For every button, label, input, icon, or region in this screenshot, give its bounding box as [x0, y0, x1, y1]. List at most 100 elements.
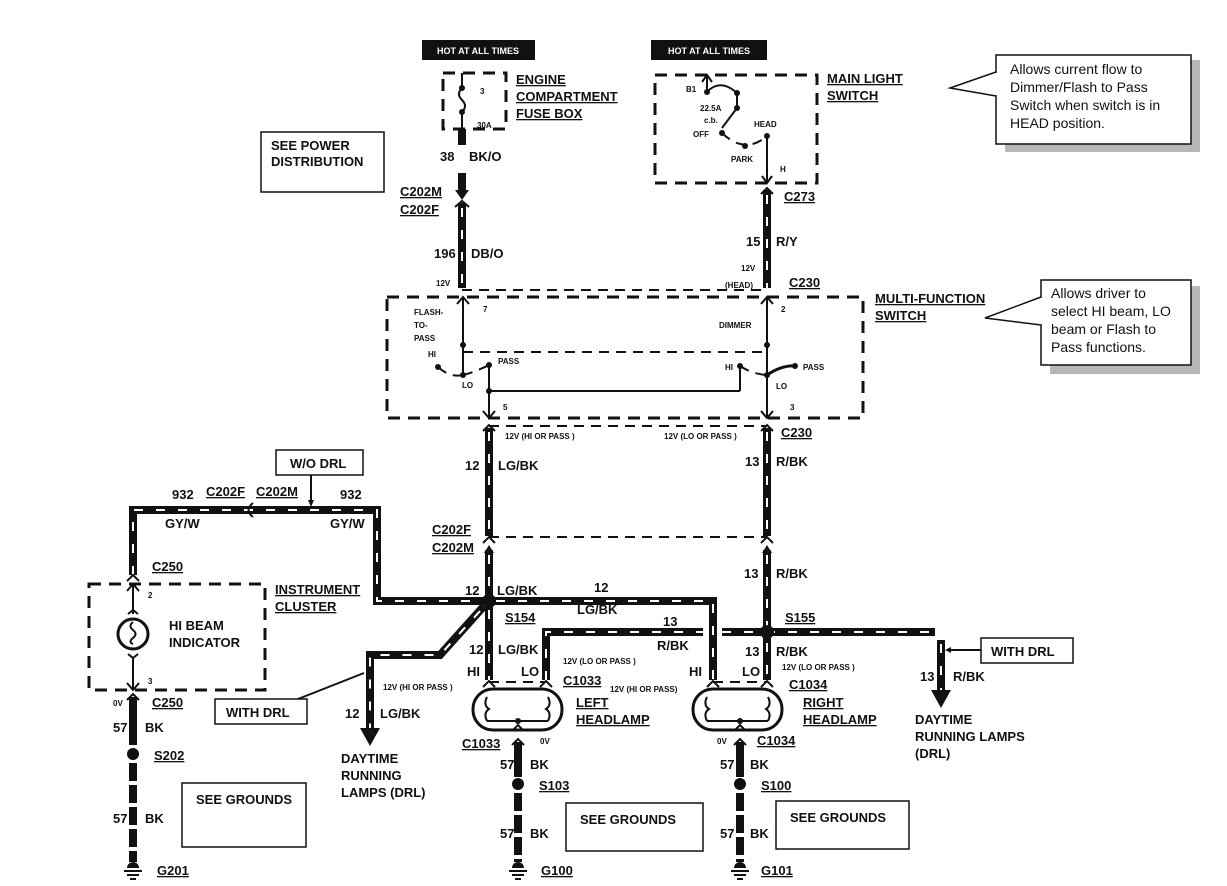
see-grounds-3: SEE GROUNDS — [790, 810, 886, 825]
wire-57f-color: BK — [750, 826, 769, 841]
drl-left-voltage: 12V (HI OR PASS ) — [383, 683, 453, 692]
callout-main-light-line4: HEAD position. — [1010, 115, 1105, 131]
fuse-box-name-3: FUSE BOX — [516, 106, 583, 121]
connector-c273: C273 — [784, 189, 815, 204]
pin-7: 7 — [483, 305, 488, 314]
left-headlamp-name-1: LEFT — [576, 695, 609, 710]
pin-3: 3 — [790, 403, 795, 412]
wire-15-color: R/Y — [776, 234, 798, 249]
wire-38-num: 38 — [440, 149, 454, 164]
hot-label-left: HOT AT ALL TIMES — [437, 46, 519, 56]
wire-57b-color: BK — [145, 811, 164, 826]
callout-main-light-line1: Allows current flow to — [1010, 61, 1142, 77]
drl-left-3: LAMPS (DRL) — [341, 785, 426, 800]
drl-right-arrow-icon — [931, 690, 951, 708]
v-out-left: 12V (HI OR PASS ) — [505, 432, 575, 441]
wire-12-drl-num: 12 — [345, 706, 359, 721]
instrument-cluster-name-1: INSTRUMENT — [275, 582, 360, 597]
ground-g101-label: G101 — [761, 863, 793, 878]
splice-s202 — [127, 748, 139, 760]
multi-function-switch-name-1: MULTI-FUNCTION — [875, 291, 985, 306]
wire-57c-color: BK — [530, 757, 549, 772]
wire-57b-num: 57 — [113, 811, 127, 826]
connector-c1034-bottom: C1034 — [757, 733, 796, 748]
left-headlamp-0v: 0V — [540, 737, 550, 746]
callout-multi-function-line3: beam or Flash to — [1051, 321, 1156, 337]
wire-13-right-num: 13 — [745, 644, 759, 659]
callout-main-light-line3: Switch when switch is in — [1010, 97, 1160, 113]
splice-s202-label: S202 — [154, 748, 184, 763]
instrument-cluster-outline — [87, 582, 267, 692]
connector-c202m-gy: C202M — [256, 484, 298, 499]
wire-12-s154-num: 12 — [594, 580, 608, 595]
wire-12-mid-color: LG/BK — [497, 583, 538, 598]
ground-g201-label: G201 — [157, 863, 189, 878]
drl-right-1: DAYTIME — [915, 712, 973, 727]
mfs-pass-right: PASS — [803, 363, 825, 372]
hot-at-all-times-banner-left — [422, 40, 535, 60]
hi-beam-indicator-1: HI BEAM — [169, 618, 224, 633]
wire-38-color: BK/O — [469, 149, 502, 164]
wire-13-mid-color: R/BK — [776, 566, 808, 581]
v-in-right-1: 12V — [741, 264, 756, 273]
see-power-distribution-box — [260, 131, 385, 193]
see-grounds-box-3 — [775, 800, 910, 850]
splice-s100 — [734, 778, 746, 790]
wire-196-num: 196 — [434, 246, 456, 261]
connector-c250-bottom: C250 — [152, 695, 183, 710]
drl-right-2: RUNNING LAMPS — [915, 729, 1025, 744]
wire-932-left-color: GY/W — [165, 516, 200, 531]
callout-multi-function-line4: Pass functions. — [1051, 339, 1146, 355]
wire-12-mid-num: 12 — [465, 583, 479, 598]
ground-g100-icon — [509, 862, 527, 880]
right-headlamp-name-1: RIGHT — [803, 695, 844, 710]
v-in-right-2: (HEAD) — [725, 281, 753, 290]
main-light-switch-outline — [653, 73, 819, 185]
c202f-receptacle-icon — [454, 199, 470, 208]
fuse-box-name-1: ENGINE — [516, 72, 566, 87]
c202m-arrow-icon — [455, 190, 469, 200]
see-power-line1: SEE POWER — [271, 138, 350, 153]
dimmer-label: DIMMER — [719, 321, 752, 330]
wire-15-num: 15 — [746, 234, 760, 249]
connector-c230-bottom: C230 — [781, 425, 812, 440]
splice-s103 — [512, 778, 524, 790]
wire-57d-color: BK — [530, 826, 549, 841]
right-headlamp-name-2: HEADLAMP — [803, 712, 877, 727]
mfs-pass-left: PASS — [498, 357, 520, 366]
wire-13-left-color: R/BK — [657, 638, 689, 653]
splice-s103-label: S103 — [539, 778, 569, 793]
left-lo-label: LO — [521, 664, 539, 679]
left-hi-voltage: 12V (HI OR PASS) — [610, 685, 678, 694]
switch-off: OFF — [693, 130, 709, 139]
hi-beam-indicator-2: INDICATOR — [169, 635, 241, 650]
wire-57c-num: 57 — [500, 757, 514, 772]
with-drl-left-label: WITH DRL — [226, 705, 290, 720]
left-hi-label: HI — [467, 664, 480, 679]
right-lo-voltage: 12V (LO OR PASS ) — [782, 663, 855, 672]
pin-2: 2 — [781, 305, 786, 314]
connector-c202f-mid: C202F — [432, 522, 471, 537]
wire-57a-color: BK — [145, 720, 164, 735]
wire-12-left-color: LG/BK — [498, 642, 539, 657]
fuse-box-outline — [441, 71, 508, 131]
mfs-lo-left: LO — [462, 381, 473, 390]
right-hi-label: HI — [689, 664, 702, 679]
hot-at-all-times-banner-right — [651, 40, 767, 60]
main-light-switch-name-1: MAIN LIGHT — [827, 71, 903, 86]
wire-57f-num: 57 — [720, 826, 734, 841]
drl-left-2: RUNNING — [341, 768, 402, 783]
with-drl-box-right — [980, 637, 1074, 664]
wire-12-drl-color: LG/BK — [380, 706, 421, 721]
callout-main-light-line2: Dimmer/Flash to Pass — [1010, 79, 1148, 95]
connector-c1033-bottom: C1033 — [462, 736, 500, 751]
mfs-lo-right: LO — [776, 382, 787, 391]
right-headlamp-0v: 0V — [717, 737, 727, 746]
with-drl-box-left — [214, 698, 308, 725]
connector-c202f-top: C202F — [400, 202, 439, 217]
multi-function-switch-outline — [385, 295, 865, 420]
right-headlamp-icon — [691, 687, 784, 732]
wo-drl-box — [275, 449, 364, 476]
multi-function-switch-contacts — [435, 295, 798, 420]
